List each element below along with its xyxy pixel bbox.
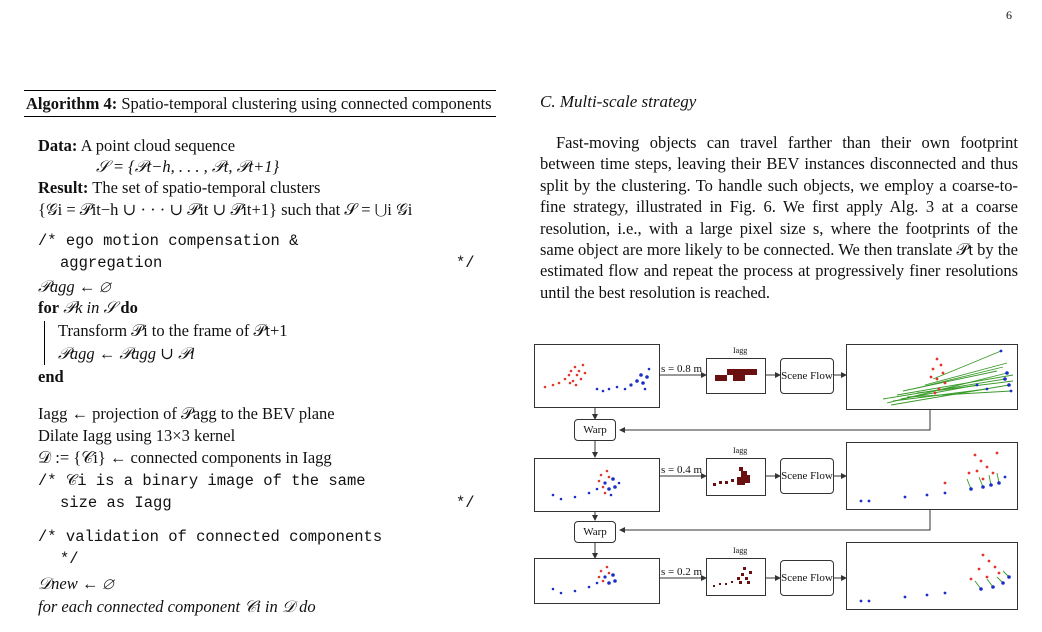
- section-title: C. Multi-scale strategy: [540, 92, 697, 111]
- bev-grid-1: [715, 369, 757, 381]
- point-cloud-panel-1: [534, 344, 660, 408]
- comment-end-2: */: [456, 494, 475, 512]
- comment-same-size: size as Iagg: [60, 494, 172, 512]
- do-keyword: do: [120, 298, 138, 317]
- warp-box-1: Warp: [574, 419, 616, 441]
- section-paragraph: Fast-moving objects can travel farther t…: [540, 133, 1018, 302]
- bev-image-1: [706, 358, 766, 394]
- iagg-label-2: Iagg: [733, 446, 748, 455]
- comment-end-3: */: [60, 550, 79, 568]
- algorithm-title: Algorithm 4: Spatio-temporal clustering …: [24, 91, 496, 116]
- data-text: A point cloud sequence: [80, 136, 236, 155]
- result-label: Result:: [38, 178, 89, 197]
- algorithm-label: Algorithm 4:: [26, 94, 118, 113]
- bev-grid-3: [713, 567, 752, 587]
- iagg-label-1: Iagg: [733, 346, 748, 355]
- data-formula: 𝒮 = {𝒫t−h, . . . , 𝒫t, 𝒫t+1}: [96, 157, 280, 176]
- init-aggregate: 𝒫agg ← ∅: [38, 277, 111, 296]
- bev-grid-2: [713, 467, 750, 486]
- scale-label-1: s = 0.8 m: [661, 363, 703, 375]
- end-keyword: end: [38, 367, 64, 386]
- result-formula: {𝒢i = 𝒫it−h ∪ · · · ∪ 𝒫it ∪ 𝒫it+1} such …: [38, 200, 413, 219]
- connected-components-step: 𝒟 := {𝒞i} ← connected components in Iagg: [38, 448, 332, 467]
- loop-body-aggregate: 𝒫agg ← 𝒫agg ∪ 𝒫i: [58, 344, 195, 363]
- dilate-step: Dilate Iagg using 13×3 kernel: [38, 426, 236, 445]
- for-loop-header: for 𝒫k in 𝒮 do: [38, 298, 138, 318]
- bev-image-2: [706, 458, 766, 496]
- data-line: Data: A point cloud sequence: [38, 136, 235, 156]
- for-condition: 𝒫k in 𝒮: [63, 298, 117, 317]
- scene-flow-box-3: Scene Flow: [780, 560, 834, 596]
- for-each-component: for each connected component 𝒞i in 𝒟 do: [38, 597, 316, 616]
- scale-label-2: s = 0.4 m: [661, 464, 703, 476]
- point-cloud-panel-3: [534, 558, 660, 604]
- comment-validation: /* validation of connected components: [38, 528, 383, 546]
- init-new-set: 𝒟new ← ∅: [38, 574, 114, 593]
- data-label: Data:: [38, 136, 78, 155]
- iagg-label-3: Iagg: [733, 546, 748, 555]
- point-cloud-3: [551, 565, 617, 595]
- for-keyword: for: [38, 298, 60, 317]
- comment-aggregation: aggregation: [60, 254, 163, 272]
- algorithm-title-text: Spatio-temporal clustering using connect…: [121, 94, 492, 113]
- flow-result-3: [859, 553, 1011, 603]
- comment-ego-motion: /* ego motion compensation &: [38, 232, 299, 250]
- warp-box-2: Warp: [574, 521, 616, 543]
- scene-flow-box-2: Scene Flow: [780, 458, 834, 494]
- scene-flow-box-1: Scene Flow: [780, 358, 834, 394]
- flow-result-panel-3: [846, 542, 1018, 610]
- loop-body-transform: Transform 𝒫i to the frame of 𝒫t+1: [58, 321, 288, 340]
- result-text: The set of spatio-temporal clusters: [92, 178, 321, 197]
- scale-label-3: s = 0.2 m: [661, 566, 703, 578]
- flow-result-panel-1: [846, 344, 1018, 410]
- flow-result-1: [882, 349, 1014, 406]
- flow-result-2: [859, 451, 1007, 503]
- point-cloud-1: [543, 363, 651, 393]
- point-cloud-2: [551, 469, 621, 501]
- projection-step: Iagg ← projection of 𝒫agg to the BEV pla…: [38, 404, 335, 423]
- bev-image-3: [706, 558, 766, 596]
- point-cloud-panel-2: [534, 458, 660, 512]
- page-number: 6: [1006, 8, 1012, 22]
- loop-bar: [44, 321, 45, 365]
- figure-multiscale: s = 0.8 m Iagg Scene Flow: [530, 340, 1020, 625]
- comment-end-1: */: [456, 254, 475, 272]
- result-line: Result: The set of spatio-temporal clust…: [38, 178, 320, 198]
- flow-result-panel-2: [846, 442, 1018, 510]
- figure-arrows: [592, 372, 931, 581]
- comment-binary-image: /* 𝒞i is a binary image of the same: [38, 472, 366, 490]
